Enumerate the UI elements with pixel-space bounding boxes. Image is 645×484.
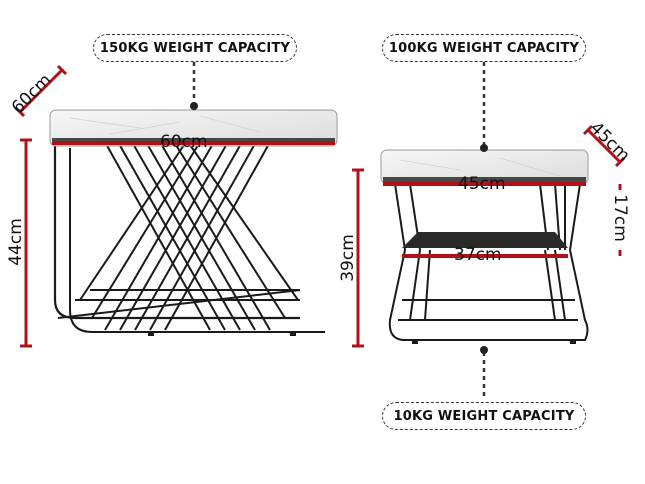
small-depth-dimension-line — [586, 128, 622, 164]
large-table-frame — [53, 140, 325, 333]
large-width-label: 60cm — [160, 132, 208, 152]
small-table-frame — [388, 183, 589, 341]
small-top-capacity-text: 100KG WEIGHT CAPACITY — [388, 40, 580, 56]
shelf-width-label: 37cm — [454, 245, 502, 265]
large-height-label: 44cm — [5, 218, 26, 266]
small-shelf-capacity-callout: 10KG WEIGHT CAPACITY — [382, 402, 586, 430]
large-capacity-text: 150KG WEIGHT CAPACITY — [99, 40, 291, 56]
small-height-label: 39cm — [337, 234, 358, 282]
large-table-top — [49, 109, 338, 147]
small-shelf-capacity-text: 10KG WEIGHT CAPACITY — [393, 408, 575, 424]
large-table-capacity-callout: 150KG WEIGHT CAPACITY — [93, 34, 297, 62]
shelf-gap-label: 17cm — [609, 194, 630, 242]
large-depth-dimension-line — [18, 68, 64, 114]
large-table-feet — [148, 332, 296, 336]
small-width-label: 45cm — [458, 174, 506, 194]
small-top-capacity-callout: 100KG WEIGHT CAPACITY — [382, 34, 586, 62]
small-table-shelf — [402, 232, 568, 248]
large-table — [14, 62, 338, 348]
small-table — [352, 62, 626, 400]
